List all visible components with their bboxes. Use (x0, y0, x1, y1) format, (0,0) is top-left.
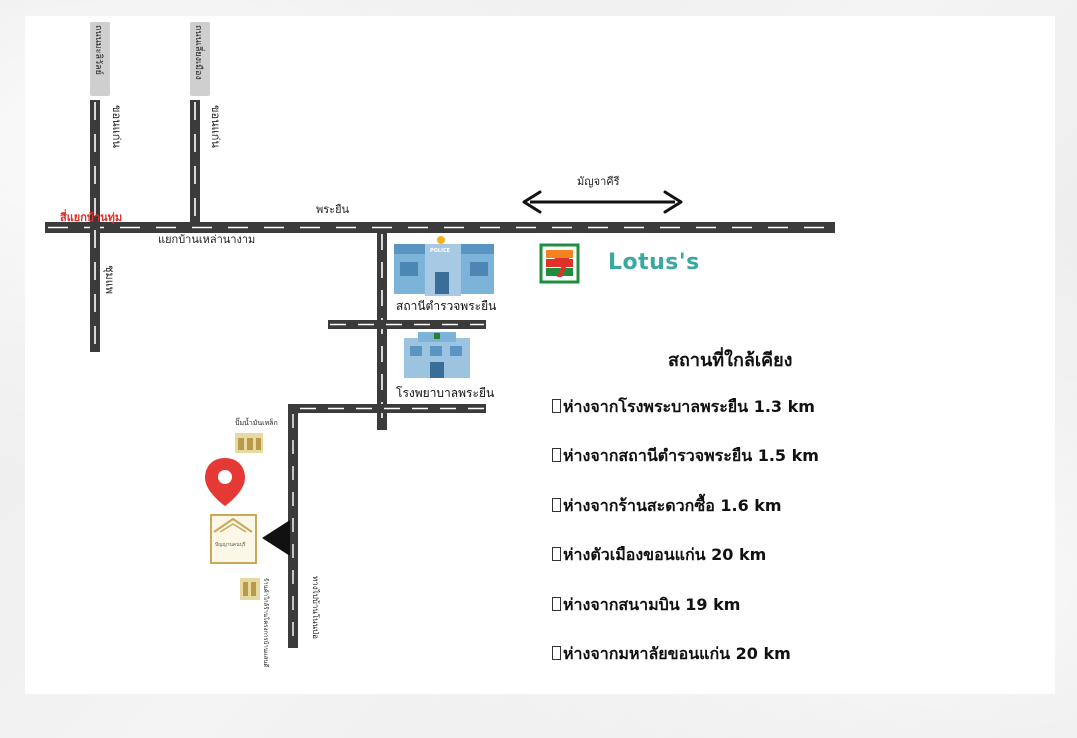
label-sign-1: ถนนมะลิวัลย์ (93, 25, 105, 75)
seven-eleven-logo: 7 (539, 243, 580, 284)
shop-icon (240, 578, 260, 600)
label-nong-lahan: แยกบ้านเหล่านางาม (158, 233, 255, 246)
label-small-2: ร้านค้าใกล้ร้านโครงการบ้านแสนดี (262, 578, 270, 668)
nearby-item: ห่างจากมหาลัยขอนแก่น 20 km (552, 642, 819, 691)
bullet-box-icon (552, 596, 561, 611)
project-sign-text: ปัญญานคนบุรี (215, 541, 246, 548)
label-small-1: ปั๊มน้ำมันเหล็ก (235, 416, 278, 427)
bullet-box-icon (552, 497, 561, 512)
sign-box-2 (190, 22, 210, 96)
road-to-police-hospital (377, 232, 387, 430)
bullet-box-icon (552, 448, 561, 463)
label-chum-phae: ชุมแพ (103, 265, 116, 294)
sign-box-1 (90, 22, 110, 96)
road-khon-kaen-chum-phae (90, 100, 100, 352)
road-khon-kaen-north (190, 100, 200, 224)
label-sign-2: ถนนเลี่ยงเมือง (193, 25, 206, 80)
hospital-building-icon (404, 332, 470, 378)
lotus-logo: Lotus's (608, 250, 700, 275)
map-pin-icon (205, 458, 245, 506)
label-khon-kaen-2: ขอนแก่น (209, 105, 222, 148)
nearby-item: ห่างตัวเมืองขอนแก่น 20 km (552, 543, 819, 592)
police-sign-text: POLICE (430, 248, 451, 254)
nearby-item: ห่างจากร้านสะดวกซื้อ 1.6 km (552, 494, 819, 543)
gas-station-icon (235, 433, 263, 453)
label-junction: สี่แยกบ้านทุ่ม (60, 209, 122, 225)
bullet-box-icon (552, 399, 561, 413)
police-building-icon: POLICE (394, 236, 494, 296)
side-road-2 (292, 404, 486, 414)
nearby-title: สถานที่ใกล้เคียง (668, 350, 793, 371)
nearby-list: ห่างจากโรงพระบาลพระยืน 1.3 km ห่างจากสถา… (552, 395, 819, 691)
road-to-project (288, 404, 298, 648)
double-arrow-manchakhiri (522, 190, 683, 214)
label-hospital: โรงพยาบาลพระยืน (396, 386, 495, 400)
project-sign-icon: ปัญญานคนบุรี (210, 514, 257, 564)
label-praeyuen-road: พระยืน (316, 203, 350, 216)
side-road-1 (328, 320, 486, 329)
nearby-item: ห่างจากสถานีตำรวจพระยืน 1.5 km (552, 444, 819, 493)
svg-text:7: 7 (553, 254, 571, 284)
label-manchakhiri: มัญจาคีรี (577, 175, 620, 188)
main-road-praeyuen (45, 222, 835, 233)
label-bottom-road: ทางไปบ้านโนนป่อ (311, 576, 321, 639)
nearby-item: ห่างจากโรงพระบาลพระยืน 1.3 km (552, 395, 819, 444)
bullet-box-icon (552, 547, 561, 562)
label-police-station: สถานีตำรวจพระยืน (396, 299, 497, 313)
nearby-item: ห่างจากสนามบิน 19 km (552, 593, 819, 642)
bullet-box-icon (552, 645, 561, 660)
label-khon-kaen-1: ขอนแก่น (110, 105, 123, 148)
entrance-arrow (262, 520, 290, 556)
